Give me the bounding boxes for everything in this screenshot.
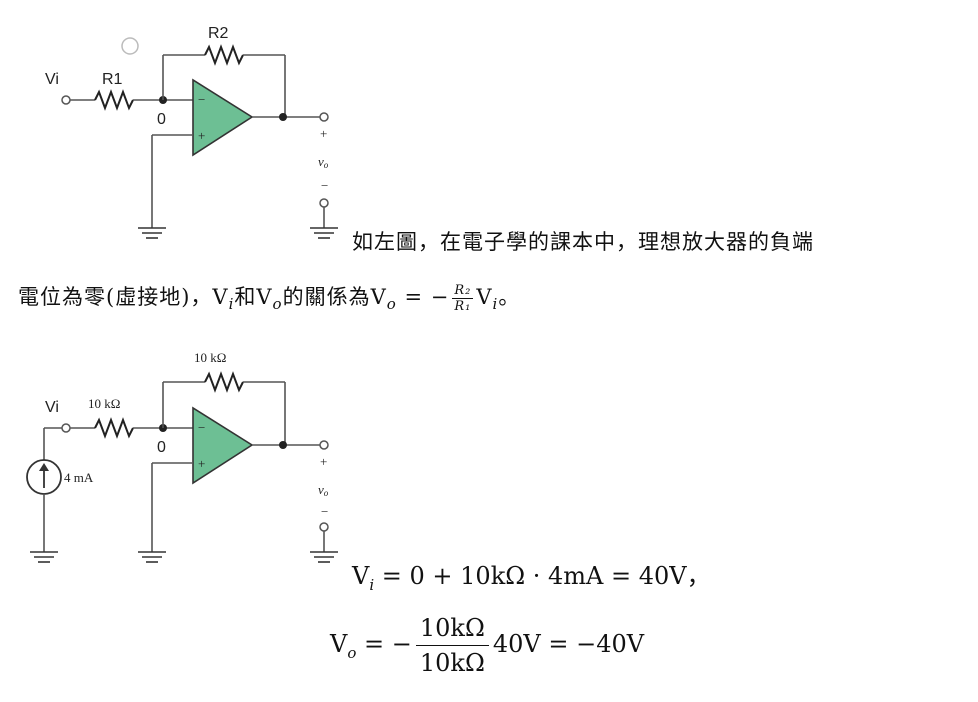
eq-mid: = − (356, 630, 412, 658)
source-label: 4 mA (64, 470, 94, 485)
text-seg: 。 (498, 285, 521, 309)
text-seg: 電位為零(虛接地)，V (18, 285, 229, 309)
output-terminal-neg (319, 198, 329, 208)
r2-label: R2 (208, 25, 229, 42)
output-node (279, 113, 287, 121)
sub-i: i (492, 295, 499, 314)
text-seg: V (476, 285, 493, 309)
ground-symbol (310, 227, 338, 239)
vo-plus: + (320, 126, 327, 141)
frac-num: R₂ (452, 283, 474, 299)
input-terminal (61, 423, 71, 433)
eq-den: 10kΩ (419, 649, 485, 677)
ground-symbol (30, 551, 58, 563)
text-seg: 的關係為V (282, 285, 387, 309)
op-amp-minus: − (198, 420, 205, 435)
resistor-r1 (94, 89, 134, 111)
r2-label: 10 kΩ (194, 350, 226, 365)
eq-sub: o (347, 643, 357, 662)
sub-o: o (272, 295, 283, 314)
circuit-diagram-2: Vi 4 mA 10 kΩ 0 10 kΩ − + + vo − (26, 350, 338, 563)
r1-label: 10 kΩ (88, 396, 120, 411)
input-terminal (61, 95, 71, 105)
vi-label: Vi (45, 71, 59, 88)
node-label: 0 (157, 111, 166, 128)
op-amp-minus: − (198, 92, 205, 107)
paragraph-line-1: 如左圖，在電子學的課本中，理想放大器的負端 (352, 230, 814, 254)
eq-fraction: 10kΩ 10kΩ (415, 614, 489, 677)
resistor-r2 (204, 44, 244, 66)
op-amp-plus: + (198, 456, 205, 471)
eq-lhs: V (330, 630, 348, 658)
vo-plus: + (320, 454, 327, 469)
r1-label: R1 (102, 71, 123, 88)
eq-rhs: 40V = −40V (492, 630, 645, 658)
circuit-diagram-1: Vi R1 0 R2 − + + vo − (45, 25, 338, 239)
text-seg: 和V (234, 285, 273, 309)
output-terminal (319, 112, 329, 122)
vo-label: vo (318, 154, 329, 170)
sub-i: i (228, 295, 235, 314)
resistor-r1 (94, 417, 134, 439)
output-node (279, 441, 287, 449)
resistor-r2 (204, 371, 244, 393)
sub-o: o (386, 295, 397, 314)
ground-symbol (310, 551, 338, 563)
eq-lhs: V (352, 562, 370, 590)
eq-num: 10kΩ (415, 614, 489, 646)
eq-tail: ， (686, 562, 711, 590)
vi-label: Vi (45, 399, 59, 416)
output-terminal (319, 440, 329, 450)
equation-vi: Vi = 0 + 10kΩ · 4mA = 40V， (352, 556, 711, 594)
op-amp (192, 78, 254, 157)
ground-symbol (138, 551, 166, 563)
arrow-up-icon (39, 463, 49, 471)
output-terminal-neg (319, 522, 329, 532)
text-seg: = − (396, 285, 450, 309)
eq-sub: i (369, 575, 375, 594)
frac-den: R₁ (454, 299, 472, 314)
ground-symbol (138, 227, 166, 239)
op-amp-plus: + (198, 128, 205, 143)
eq-rhs: = 0 + 10kΩ · 4mA = 40V (374, 562, 687, 590)
marker-circle (121, 37, 139, 55)
vo-minus: − (321, 504, 328, 519)
vo-label: vo (318, 482, 329, 498)
op-amp (192, 406, 254, 485)
node-label: 0 (157, 439, 166, 456)
vo-minus: − (321, 178, 328, 193)
